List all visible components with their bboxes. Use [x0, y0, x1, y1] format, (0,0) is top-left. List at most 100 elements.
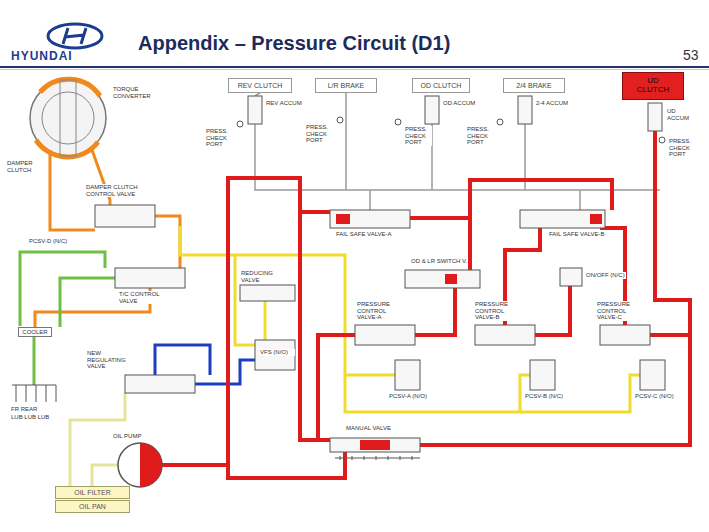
part-label: NEW REGULATING VALVE	[86, 350, 134, 370]
part-label: PRESS. CHECK PORT	[668, 138, 706, 158]
component-label: REV CLUTCH	[238, 82, 283, 90]
part-label: DAMPER CLUTCH	[6, 160, 40, 173]
reduced-line	[345, 375, 530, 412]
part-label: REDUCING VALVE	[240, 270, 292, 283]
part-label: TORQUE CONVERTER	[112, 86, 156, 99]
converter-line	[155, 216, 180, 268]
signal-line	[195, 360, 255, 384]
valve-body	[475, 325, 535, 345]
lube-outlets	[12, 385, 56, 402]
part-label: T/C CONTROL VALVE	[118, 291, 162, 304]
line-pressure-pipe	[162, 178, 330, 465]
header-rule	[0, 69, 709, 70]
part-label: PCSV-C (N/O)	[634, 393, 675, 400]
converter-hub	[60, 80, 76, 156]
component-box: UD CLUTCH	[622, 72, 684, 100]
line-pressure	[162, 131, 690, 478]
part-label: PRESS. CHECK PORT	[205, 128, 239, 148]
line-pressure-pipe	[650, 333, 690, 337]
drain-line	[345, 93, 347, 190]
component-box: REV CLUTCH	[228, 78, 292, 93]
part-label: OD ACCUM	[442, 100, 476, 107]
spool-land	[445, 274, 457, 284]
component-box: OIL PAN	[55, 500, 130, 513]
part-label: OD & LR SWITCH V.	[410, 258, 468, 265]
lube-line	[20, 252, 105, 326]
valve-body	[115, 268, 185, 288]
part-label: PRESS. CHECK PORT	[305, 124, 339, 144]
solenoid-body	[255, 340, 295, 370]
part-label: FAIL SAFE VALVE-B	[548, 231, 606, 238]
torque-converter	[42, 92, 94, 144]
reduced-line	[264, 301, 267, 340]
valve-body	[125, 375, 195, 393]
part-label: FR REAR	[10, 406, 38, 413]
accumulator	[518, 96, 532, 124]
valve-body	[240, 285, 295, 301]
part-label: PRESSURE CONTROL VALVE-A	[356, 301, 408, 321]
solenoid-body	[640, 360, 665, 390]
valve-body	[355, 325, 415, 345]
part-label: REV ACCUM	[265, 100, 303, 107]
spool-land	[590, 214, 602, 224]
component-box: 2/4 BRAKE	[503, 78, 565, 93]
line-pressure-pipe	[415, 288, 455, 335]
manual-valve	[330, 438, 420, 452]
part-label: LUB LUB LUB	[10, 414, 50, 421]
component-label: COOLER	[22, 329, 47, 336]
check-ports	[237, 117, 665, 143]
valve-body	[520, 210, 605, 228]
check-port	[497, 119, 503, 125]
part-label: ON/OFF (N/C)	[585, 272, 626, 279]
component-label: UD CLUTCH	[635, 77, 671, 95]
part-label: PCSV-A (N/O)	[388, 393, 428, 400]
part-label: OIL PUMP	[112, 433, 142, 440]
part-label: PCSV-B (N/C)	[524, 393, 564, 400]
component-box: COOLER	[18, 327, 52, 337]
solenoid-body	[395, 360, 420, 390]
oil-pump	[118, 443, 162, 487]
suction-line	[92, 465, 118, 486]
line-pressure-pipe	[228, 452, 345, 478]
drain-line	[579, 190, 581, 210]
component-label: OIL FILTER	[74, 489, 111, 497]
part-label: PRESSURE CONTROL VALVE-B	[474, 301, 526, 321]
valves	[95, 96, 665, 452]
component-label: OD CLUTCH	[421, 82, 462, 90]
header-rule	[0, 66, 709, 68]
solenoid-body	[530, 360, 555, 390]
check-port	[337, 117, 343, 123]
component-box: OIL FILTER	[55, 486, 130, 499]
part-label: PRESS. CHECK PORT	[404, 126, 432, 146]
slide-mark: 53	[682, 48, 700, 63]
accumulator	[648, 103, 662, 131]
part-label: VFS (N/O)	[259, 349, 295, 356]
line-pressure-pipe	[535, 286, 570, 335]
component-box: OD CLUTCH	[412, 78, 470, 93]
part-label: FAIL SAFE VALVE-A	[335, 231, 393, 238]
reduced-lines	[180, 226, 640, 412]
drain-line	[369, 190, 371, 210]
check-port	[659, 137, 665, 143]
valve-body	[600, 325, 650, 345]
accumulator	[248, 96, 262, 124]
valve-body	[95, 205, 155, 227]
line-pressure-pipe	[300, 212, 330, 440]
component-box: L/R BRAKE	[315, 78, 377, 93]
converter-oil	[36, 140, 98, 157]
check-port	[395, 119, 401, 125]
part-label: PRESS. CHECK PORT	[466, 126, 500, 146]
part-label: PRESSURE CONTROL VALVE-C	[596, 301, 648, 321]
check-port	[237, 121, 243, 127]
drain-lines	[255, 93, 660, 210]
part-label: PCSV-D (N/C)	[28, 238, 68, 245]
part-label: UD ACCUM	[666, 108, 698, 121]
valve-spools	[336, 214, 602, 450]
logo-ellipse	[48, 24, 102, 48]
spool-land	[336, 214, 350, 224]
component-label: OIL PAN	[79, 503, 106, 511]
spool-land	[360, 440, 390, 450]
component-label: 2/4 BRAKE	[516, 82, 551, 90]
component-label: L/R BRAKE	[328, 82, 365, 90]
